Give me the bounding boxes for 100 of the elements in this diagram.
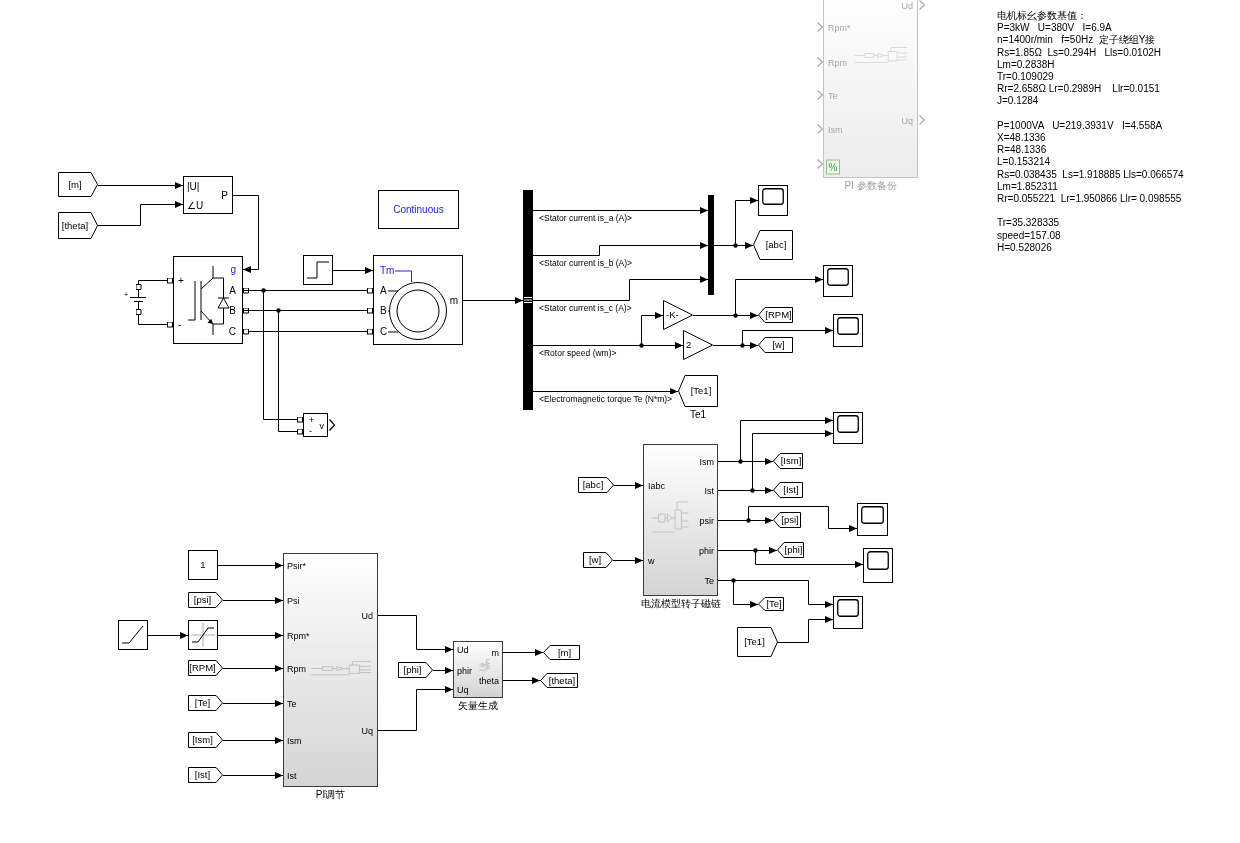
battery-symbol bbox=[124, 290, 146, 309]
signal-arrow bbox=[217, 632, 284, 639]
tag-label: [Ist] bbox=[783, 485, 799, 495]
port-label: Uq bbox=[361, 726, 373, 736]
constant-value: 1 bbox=[200, 560, 206, 570]
signal-arrow bbox=[717, 550, 864, 568]
goto-tag bbox=[753, 230, 793, 260]
goto-tag bbox=[678, 375, 718, 407]
tag-label: [abc] bbox=[582, 480, 604, 490]
tag-label: [psi] bbox=[193, 595, 212, 605]
port-label: psir bbox=[699, 516, 714, 526]
comment-marker: % bbox=[826, 159, 840, 175]
port-label: Ism bbox=[699, 457, 714, 467]
tag-label: [phi] bbox=[403, 665, 422, 675]
wire bbox=[242, 328, 374, 335]
signal-arrow bbox=[97, 201, 184, 226]
port-label: |U| bbox=[187, 182, 200, 192]
signal-arrow bbox=[147, 632, 189, 639]
port-label: Tm bbox=[380, 266, 395, 276]
signal-arrow bbox=[532, 242, 709, 256]
wire bbox=[242, 290, 304, 423]
gain-value: -K- bbox=[666, 310, 679, 320]
parameter-note: P=3kW U=380V I=6.9A bbox=[997, 22, 1112, 34]
goto-tag bbox=[758, 597, 784, 611]
gain-block bbox=[683, 330, 713, 360]
signal-arrow bbox=[713, 242, 754, 249]
signal-label: <Stator current is_b (A)> bbox=[538, 258, 634, 268]
tag-label: [Ism] bbox=[780, 456, 802, 466]
subsystem-block bbox=[823, 0, 918, 178]
from-tag bbox=[398, 662, 433, 678]
port-label: A bbox=[380, 286, 387, 296]
port-label: m bbox=[491, 648, 499, 658]
port-label: Ist bbox=[704, 486, 714, 496]
block-caption: Te1 bbox=[689, 410, 707, 420]
bus-selector-bar bbox=[523, 190, 533, 410]
parameter-note: L=0.153214 bbox=[997, 156, 1051, 169]
signal-arrow bbox=[612, 557, 644, 564]
goto-tag bbox=[773, 512, 801, 528]
block-caption: 电流模型转子磁链 bbox=[640, 599, 721, 609]
port-label: C bbox=[380, 327, 388, 337]
signal-arrow bbox=[97, 182, 184, 189]
tag-label: [Ism] bbox=[192, 735, 213, 745]
solver-mode-label: Continuous bbox=[393, 204, 444, 215]
port-label: Ud bbox=[457, 645, 469, 655]
signal-arrow bbox=[377, 615, 454, 653]
parameter-note: Rs=0.038435 Ls=1.918885 Lls=0.066574 bbox=[997, 168, 1184, 181]
scope-block bbox=[833, 314, 863, 347]
tag-label: [m] bbox=[557, 647, 572, 658]
tag-label: [w] bbox=[772, 340, 785, 350]
parameter-note: P=1000VA U=219.3931V I=4.558A bbox=[997, 119, 1163, 132]
port-label: Ism bbox=[287, 736, 302, 746]
port-label: P bbox=[221, 191, 228, 201]
wire bbox=[135, 308, 174, 328]
tag-label: [Te] bbox=[766, 599, 782, 609]
parameter-note: 电机标幺参数基值： bbox=[997, 10, 1087, 22]
port-label: - bbox=[178, 320, 182, 330]
signal-arrow bbox=[532, 388, 679, 395]
gain-block bbox=[663, 300, 693, 330]
parameter-note: R=48.1336 bbox=[997, 144, 1047, 157]
goto-tag bbox=[540, 673, 578, 688]
block-caption: PI 参数备份 bbox=[844, 181, 897, 191]
scope-block bbox=[863, 548, 893, 583]
block-caption: PI调节 bbox=[315, 790, 346, 800]
port-label: Uq bbox=[901, 116, 913, 126]
from-tag bbox=[58, 172, 98, 197]
port-label: Uq bbox=[457, 685, 469, 695]
tag-label: [Te1] bbox=[744, 637, 765, 647]
from-tag bbox=[188, 732, 223, 748]
from-tag bbox=[737, 627, 778, 657]
port-label: Ud bbox=[901, 1, 913, 11]
signal-arrow bbox=[692, 312, 759, 319]
solver-block bbox=[378, 190, 459, 229]
parameter-note: Rr=2.658Ω Lr=0.2989H Llr=0.0151 bbox=[997, 83, 1160, 96]
from-tag bbox=[188, 767, 223, 783]
port-label: Rpm* bbox=[828, 23, 851, 33]
wire bbox=[135, 277, 174, 291]
signal-arrow bbox=[222, 597, 284, 604]
tag-label: [psi] bbox=[781, 515, 799, 525]
from-tag bbox=[578, 477, 614, 493]
tag-label: [Ist] bbox=[194, 770, 211, 780]
scope-block bbox=[833, 412, 863, 444]
port-label: B bbox=[380, 306, 387, 316]
tag-label: [RPM] bbox=[189, 663, 216, 673]
port-label: Te bbox=[704, 576, 714, 586]
tag-label: [abc] bbox=[765, 240, 787, 250]
port-label: Ud bbox=[361, 611, 373, 621]
voltage-measurement-block bbox=[303, 413, 328, 437]
signal-arrow bbox=[232, 195, 259, 273]
port-label: Iabc bbox=[648, 481, 665, 491]
port-label: - bbox=[309, 426, 312, 436]
signal-label: <Stator current is_a (A)> bbox=[538, 213, 634, 223]
wire bbox=[242, 287, 374, 294]
port-label: + bbox=[178, 276, 184, 286]
port-label: Ism bbox=[828, 125, 843, 135]
signal-arrow bbox=[532, 312, 664, 346]
signal-arrow bbox=[217, 562, 284, 569]
scope-block bbox=[823, 265, 853, 297]
constant-block bbox=[188, 550, 218, 580]
port-label: A bbox=[229, 286, 236, 296]
parameter-note: Lm=1.852311 bbox=[997, 180, 1058, 193]
